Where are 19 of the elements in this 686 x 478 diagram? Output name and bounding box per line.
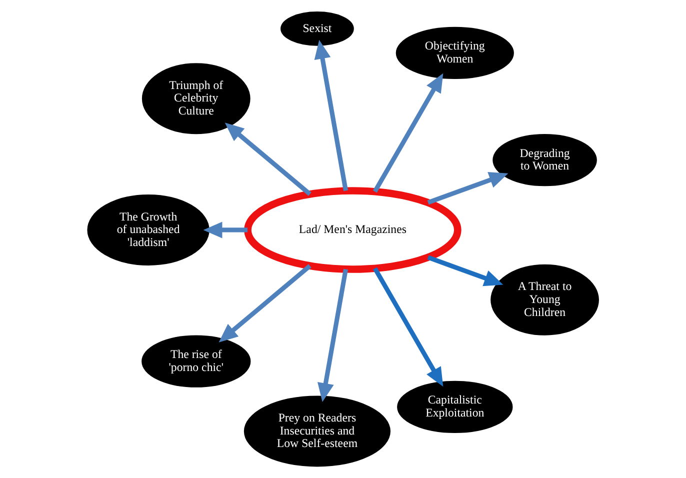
- arrow: [218, 264, 312, 342]
- arrow: [314, 40, 348, 192]
- node-ellipse: Degrading to Women: [492, 134, 597, 186]
- node-ellipse: A Threat to Young Children: [490, 264, 599, 336]
- arrow: [318, 268, 348, 402]
- node-ellipse: Lad/ Men's Magazines: [244, 187, 462, 273]
- arrow: [427, 172, 508, 205]
- node-ellipse: Prey on Readers Insecurities and Low Self-esteem: [244, 396, 391, 467]
- arrow: [372, 267, 444, 387]
- arrow: [203, 222, 248, 238]
- arrow: [372, 73, 444, 193]
- arrow: [427, 255, 504, 286]
- node-ellipse: Objectifying Women: [396, 26, 514, 80]
- arrow: [224, 122, 312, 196]
- node-ellipse: Triumph of Celebrity Culture: [142, 63, 250, 134]
- node-ellipse: The rise of 'porno chic': [142, 335, 251, 388]
- node-ellipse: Sexist: [280, 12, 354, 46]
- node-ellipse: Capitalistic Exploitation: [397, 380, 513, 434]
- node-ellipse: The Growth of unabashed 'laddism': [87, 194, 210, 266]
